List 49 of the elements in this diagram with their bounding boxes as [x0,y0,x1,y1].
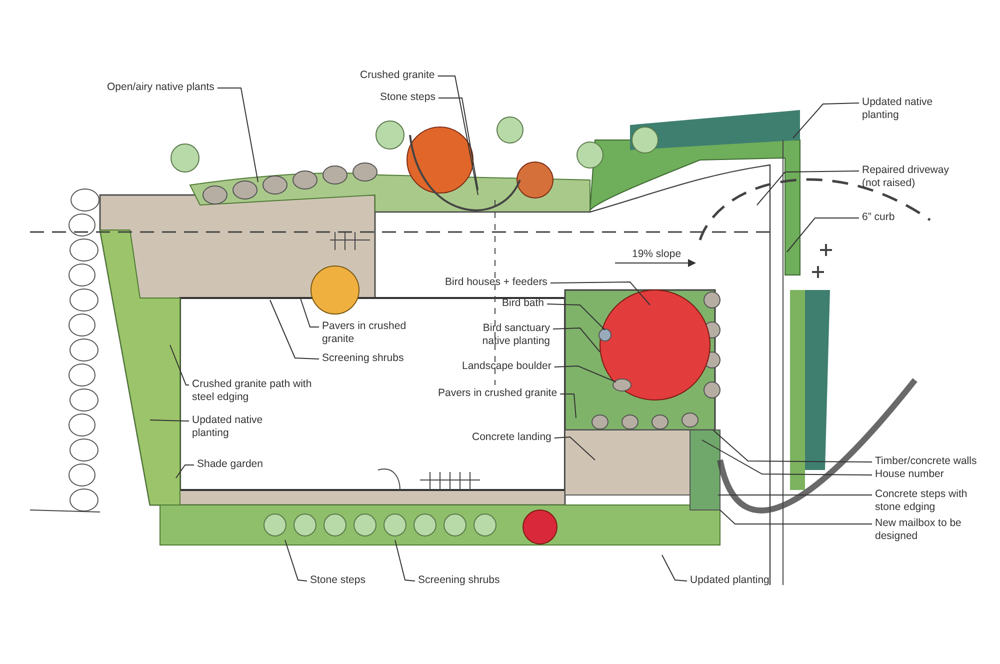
callout-label: New mailbox to be designed [875,517,985,543]
leader-line [150,420,190,422]
leader-line [712,430,872,462]
callout-label: Landscape boulder [462,360,552,373]
leader-line [786,218,860,252]
leader-line [756,170,860,206]
callout-label: Crushed granite path with steel edging [192,378,317,404]
callout-label: Bird houses + feeders [445,276,548,289]
callout-label: Screening shrubs [322,352,404,365]
leader-line [170,344,190,386]
leader-line [702,440,872,476]
callout-label: Bird bath [502,297,544,310]
leader-line [176,464,194,478]
callout-label: Timber/concrete walls [875,455,977,468]
slope-label: 19% slope [632,248,682,261]
leader-line [554,436,596,460]
callout-label: Concrete steps with stone edging [875,488,995,514]
leader-line [718,494,872,496]
callout-label: Updated native planting [192,414,277,440]
callout-label: Open/airy native plants [107,81,214,94]
callout-label: Pavers in crushed granite [438,387,558,400]
leader-line [554,366,616,382]
callout-label: Updated planting [690,574,770,587]
leader-line [394,540,416,582]
callout-label: House number [875,468,944,481]
leader-line [300,296,320,328]
callout-label: Updated native planting [862,96,942,122]
leader-line [438,98,478,190]
callout-label: Pavers in crushed granite [322,320,412,346]
leader-line [720,510,872,524]
leader-line [284,540,308,582]
callout-label: 6” curb [862,211,895,224]
callout-label: Stone steps [310,574,366,587]
callout-label: Repaired driveway (not raised) [862,164,962,190]
leader-line [792,102,860,138]
leader-line [437,76,478,196]
callout-label: Crushed granite [360,69,435,82]
callout-label: Stone steps [380,91,436,104]
callout-label: Screening shrubs [418,574,500,587]
leader-line [270,300,320,360]
callout-label: Bird sanctuary native planting [470,322,550,348]
leader-line [560,394,576,418]
leader-line [552,328,600,352]
callout-label: Shade garden [197,458,263,471]
callout-label: Concrete landing [472,431,552,444]
leader-line [550,282,650,306]
leader-line [662,554,688,582]
leader-line [216,88,258,182]
leader-line [546,304,606,330]
